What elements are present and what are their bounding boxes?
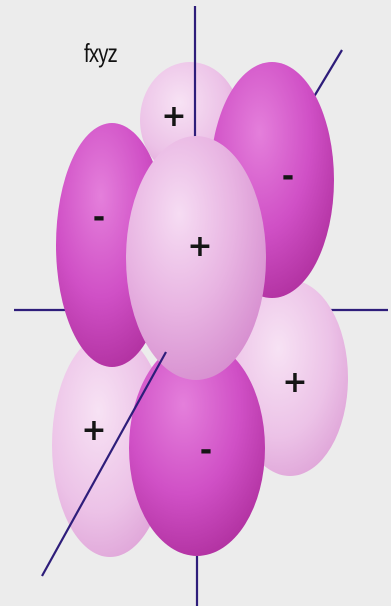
sign-back-top-plus: + bbox=[161, 99, 186, 134]
orbital-label: fxyz bbox=[84, 38, 117, 69]
sign-top-left-minus: - bbox=[93, 200, 105, 235]
sign-bottom-left-plus: + bbox=[81, 413, 106, 448]
sign-back-top-right-minus: - bbox=[282, 159, 294, 194]
sign-bottom-right-plus: + bbox=[282, 365, 307, 400]
sign-front-top-plus: + bbox=[187, 229, 212, 264]
sign-front-bottom-minus: - bbox=[200, 433, 212, 468]
